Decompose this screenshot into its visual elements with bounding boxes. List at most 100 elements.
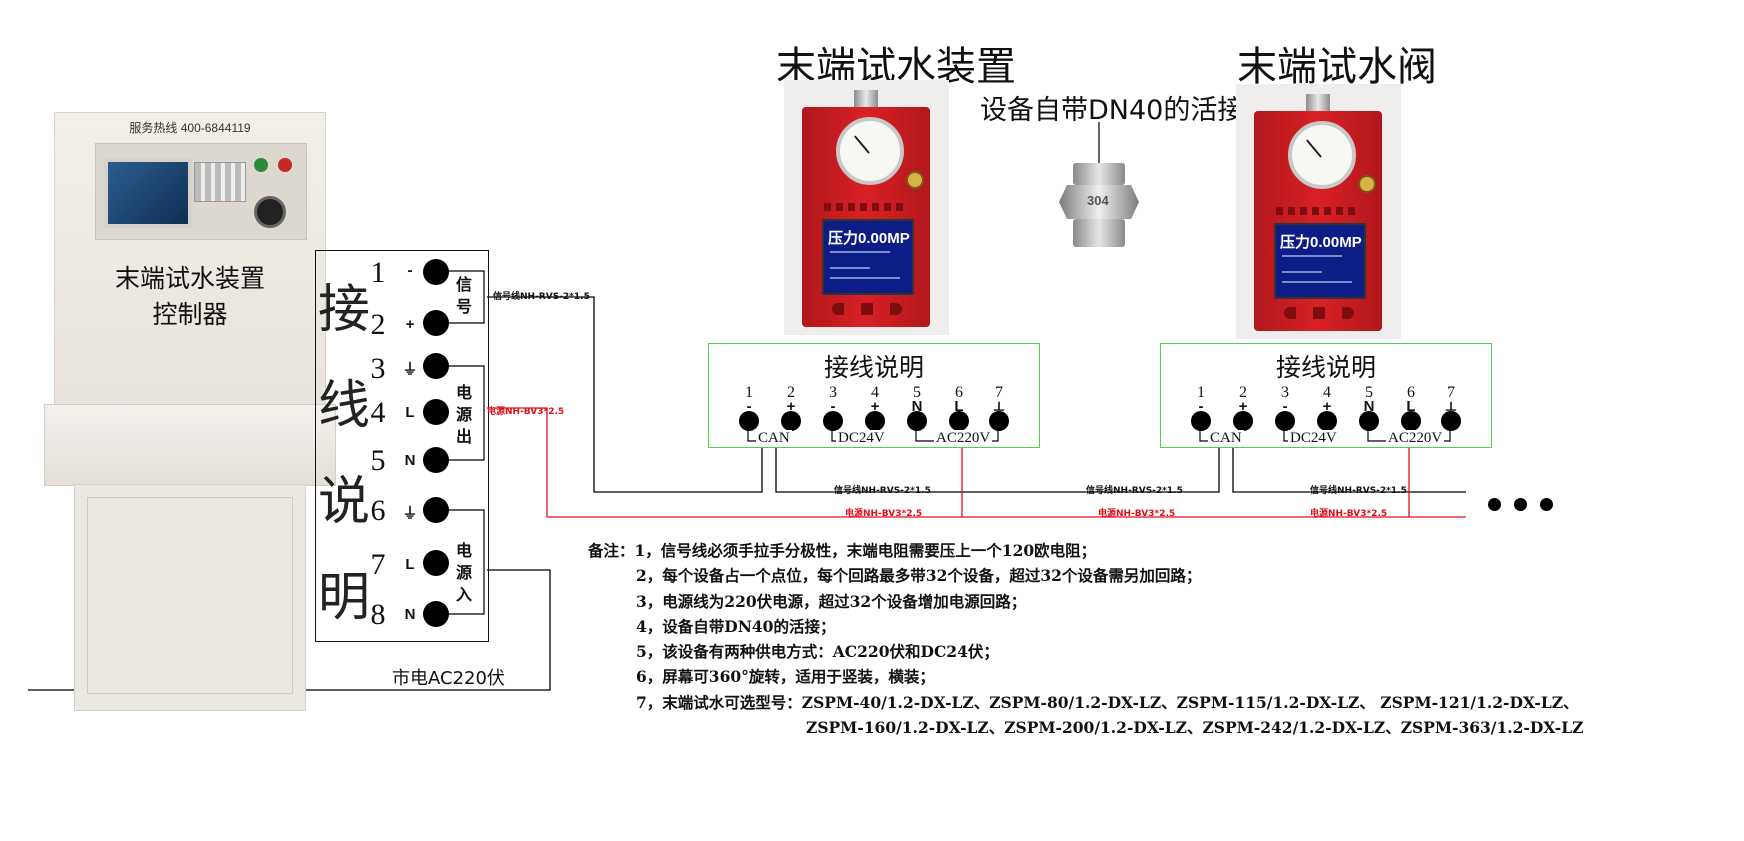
power-wire-main [487,407,1466,518]
controller-terminal-dot [423,259,449,285]
terminal-sign: + [1322,398,1332,415]
cabinet-screen [104,158,192,228]
bracket-power-out [436,365,485,461]
cabinet-desk [44,404,336,486]
note-line: 6，屏幕可360°旋转，适用于竖装，横装； [636,667,935,687]
device-lcd: 压力0.00MP [1274,223,1366,299]
cabinet-door [87,497,293,694]
controller-terminal-num: 6 [370,494,386,527]
pressure-gauge-icon [1288,121,1356,189]
device-right-title: 末端试水阀 [1237,44,1437,90]
device-pipe-fitting [854,90,878,108]
terminal-dot [1401,411,1421,431]
signal-wire-controller [487,296,763,493]
terminal-dot [1441,411,1461,431]
terminal-num: 6 [1407,384,1415,401]
terminal-num: 4 [871,384,879,401]
controller-terminal-sign: N [404,606,416,623]
terminal-dot [1275,411,1295,431]
wire-label-power: 电源NH-BV3*2.5 [1310,509,1388,519]
terminal-num: 1 [745,384,753,401]
device-lcd-text: 压力0.00MP [828,230,910,247]
bracket-power-in [436,509,485,615]
terminal-num: 3 [829,384,837,401]
device-pipe-fitting [1306,94,1330,112]
controller-terminal-dot [423,310,449,336]
terminal-group-dc24v: DC24V [836,430,887,447]
lock-icon [1358,175,1376,193]
terminal-sign: L [954,398,964,415]
controller-terminal-dot [423,550,449,576]
notes-block: 备注：1，信号线必须手拉手分极性，末端电阻需要压上一个120欧电阻； 2，每个设… [588,538,1583,740]
terminal-dot [1359,411,1379,431]
note-line: 2，每个设备占一个点位，每个回路最多带32个设备，超过32个设备需另加回路； [636,566,1202,586]
terminal-sign: L [1406,398,1416,415]
note-line: 4，设备自带DN40的活接； [636,616,836,636]
cabinet-green-button [254,158,268,172]
device-right-illustration: 压力0.00MP [1236,84,1401,339]
terminal-dot [781,411,801,431]
terminal-dot [739,411,759,431]
controller-terminal-num: 3 [370,352,386,385]
terminal-num: 5 [913,384,921,401]
group-label-signal: 信号 [455,275,472,316]
note-line: 3，电源线为220伏电源，超过32个设备增加电源回路； [636,591,1027,611]
terminal-sign: N [911,398,923,415]
terminal-dot [1233,411,1253,431]
terminal-box-left: 接线说明 1 2 3 4 5 6 7 - + - + N L ⏚ CAN DC2… [708,343,1040,448]
terminal-num: 7 [1447,384,1455,401]
terminal-group-can: CAN [756,430,792,447]
note-line: 5，该设备有两种供电方式：AC220伏和DC24伏； [636,642,999,662]
terminal-num: 6 [955,384,963,401]
controller-terminal-num: 7 [370,548,386,581]
terminal-box-title: 接线说明 [823,353,924,382]
terminal-num: 2 [787,384,795,401]
device-lcd-text: 压力0.00MP [1280,234,1362,251]
note-line: ZSPM-160/1.2-DX-LZ、ZSPM-200/1.2-DX-LZ、ZS… [806,718,1584,738]
controller-terminal-sign: - [407,262,413,279]
controller-cabinet: 服务热线 400-6844119 末端试水装置 控制器 [44,112,336,712]
note-line: 备注：1，信号线必须手拉手分极性，末端电阻需要压上一个120欧电阻； [588,541,1097,560]
device-buttons [832,303,902,315]
terminal-group-ac220v: AC220V [1386,430,1445,447]
continuation-dot [1514,498,1527,511]
terminal-sign: N [1363,398,1375,415]
cabinet-label: 末端试水装置 控制器 [55,261,325,333]
continuation-dot [1540,498,1553,511]
terminal-num: 1 [1197,384,1205,401]
controller-terminal-dot [423,601,449,627]
terminal-num: 4 [1323,384,1331,401]
controller-wiring-box [315,250,489,642]
wire-label-power: 电源NH-BV3*2.5 [1098,509,1176,519]
terminal-box-title: 接线说明 [1275,353,1376,382]
group-label-power-in: 电源入 [455,541,472,604]
terminal-dot [1317,411,1337,431]
controller-terminal-num: 2 [370,308,386,341]
bracket-signal [436,270,485,324]
controller-terminal-num: 5 [370,444,386,477]
wire-label-signal: 信号线NH-RVS-2*1.5 [834,486,931,496]
terminal-num: 2 [1239,384,1247,401]
wire-label-power: 电源NH-BV3*2.5 [487,407,565,417]
wire-label-power: 电源NH-BV3*2.5 [845,509,923,519]
terminal-group-ac220v: AC220V [934,430,993,447]
terminal-dot [907,411,927,431]
controller-terminal-sign: + [405,316,415,333]
mains-label: 市电AC220伏 [392,668,505,689]
terminal-num: 3 [1281,384,1289,401]
signal-wire-link-1 [775,437,1220,493]
terminal-dot [989,411,1009,431]
continuation-dot [1488,498,1501,511]
note-line: 7，末端试水可选型号：ZSPM-40/1.2-DX-LZ、ZSPM-80/1.2… [636,692,1579,712]
cabinet-keypad [194,162,246,202]
device-lcd: 压力0.00MP [822,219,914,295]
controller-terminal-num: 8 [370,598,386,631]
terminal-dot [823,411,843,431]
pressure-gauge-icon [836,117,904,185]
cabinet-label-line1: 末端试水装置 [114,265,265,293]
controller-terminal-sign: ⏚ [402,361,418,378]
terminal-dot [949,411,969,431]
controller-wiring-title: 接 线 说 明 [318,262,371,646]
terminal-sign: + [786,398,796,415]
wiring-title-char: 明 [318,568,371,628]
